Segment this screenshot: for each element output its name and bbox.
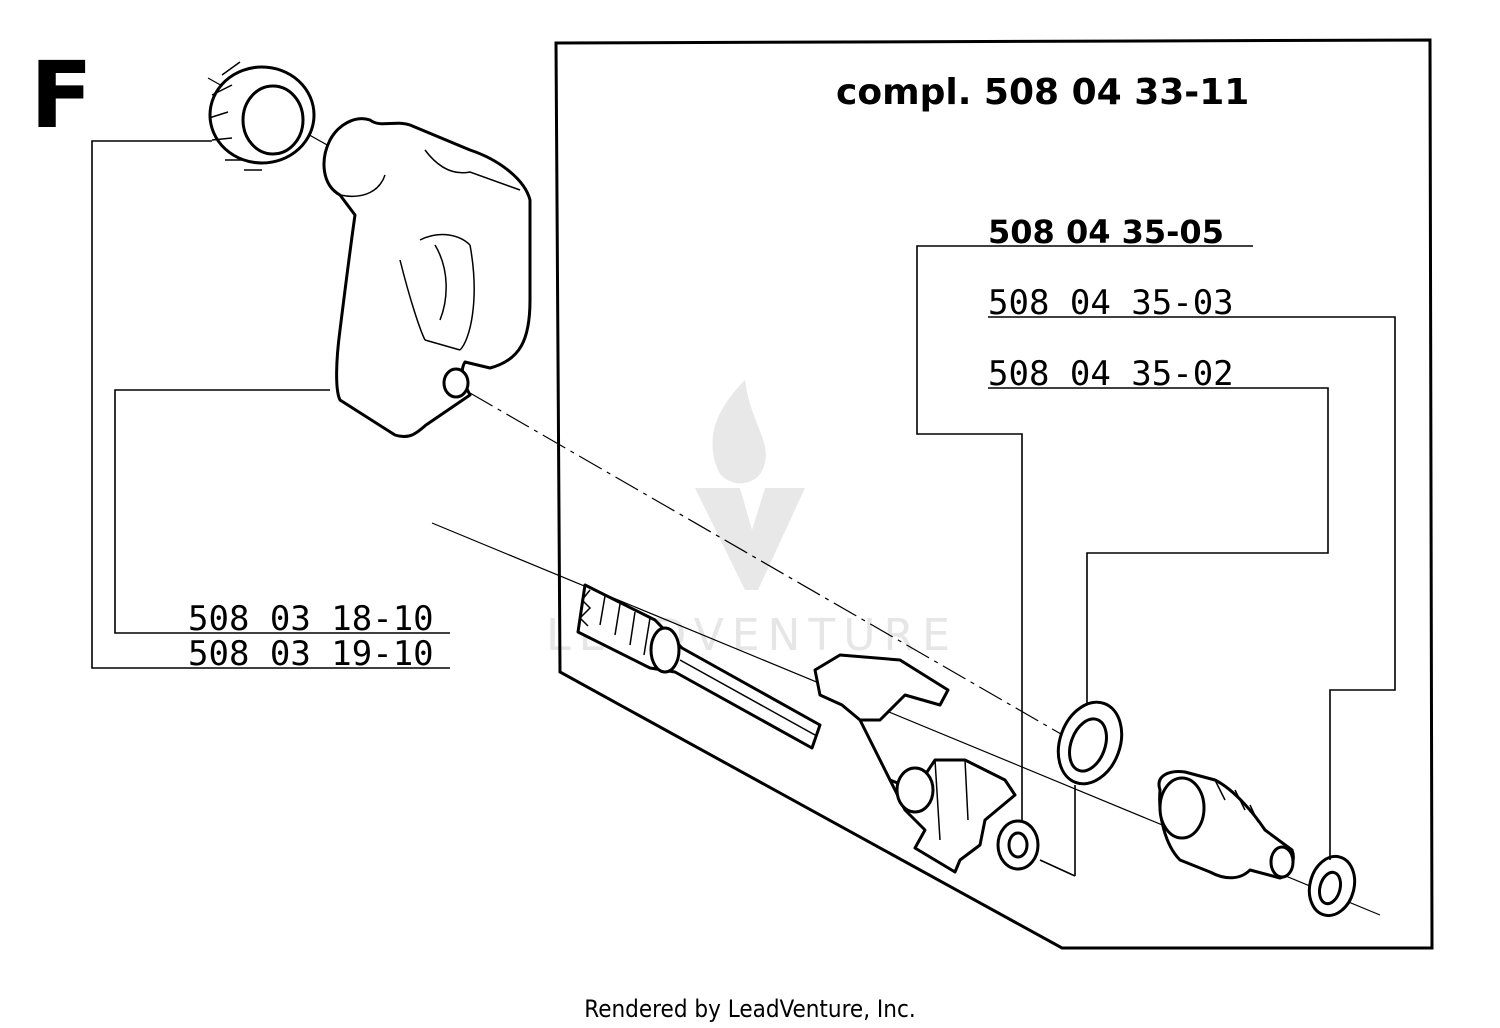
leader-washer-small [988,387,1329,705]
gear-shaft-part [576,583,822,750]
large-washer-part [1056,700,1124,786]
small-washer-part [996,819,1040,871]
assembly-label: compl. 508 04 33-11 [836,72,1249,113]
outlet-nozzle-part [1157,770,1295,880]
drive-worm-part [813,653,1017,874]
section-letter: F [30,42,93,149]
part-number-pump-a: 508 03 18-10 [188,599,434,639]
leader-washer-large [988,316,1396,860]
part-number-washer-large: 508 04 35-03 [988,283,1234,323]
part-number-kit: 508 04 35-05 [988,213,1224,251]
dash-center-line [469,392,1081,746]
leader-pump-b [91,140,450,669]
leader-kit-tail [1039,859,1076,877]
flame-v-logo-icon [695,380,805,590]
part-number-pump-b: 508 03 19-10 [188,634,434,674]
pump-housing-part [322,117,532,439]
cap-part [208,61,316,171]
end-washer-part [1307,854,1357,918]
assembly-boundary [554,38,1434,950]
leader-pump-a [114,389,450,634]
leader-kit [916,245,1253,820]
footer-credit: Rendered by LeadVenture, Inc. [584,995,915,1023]
part-number-washer-small: 508 04 35-02 [988,354,1234,394]
